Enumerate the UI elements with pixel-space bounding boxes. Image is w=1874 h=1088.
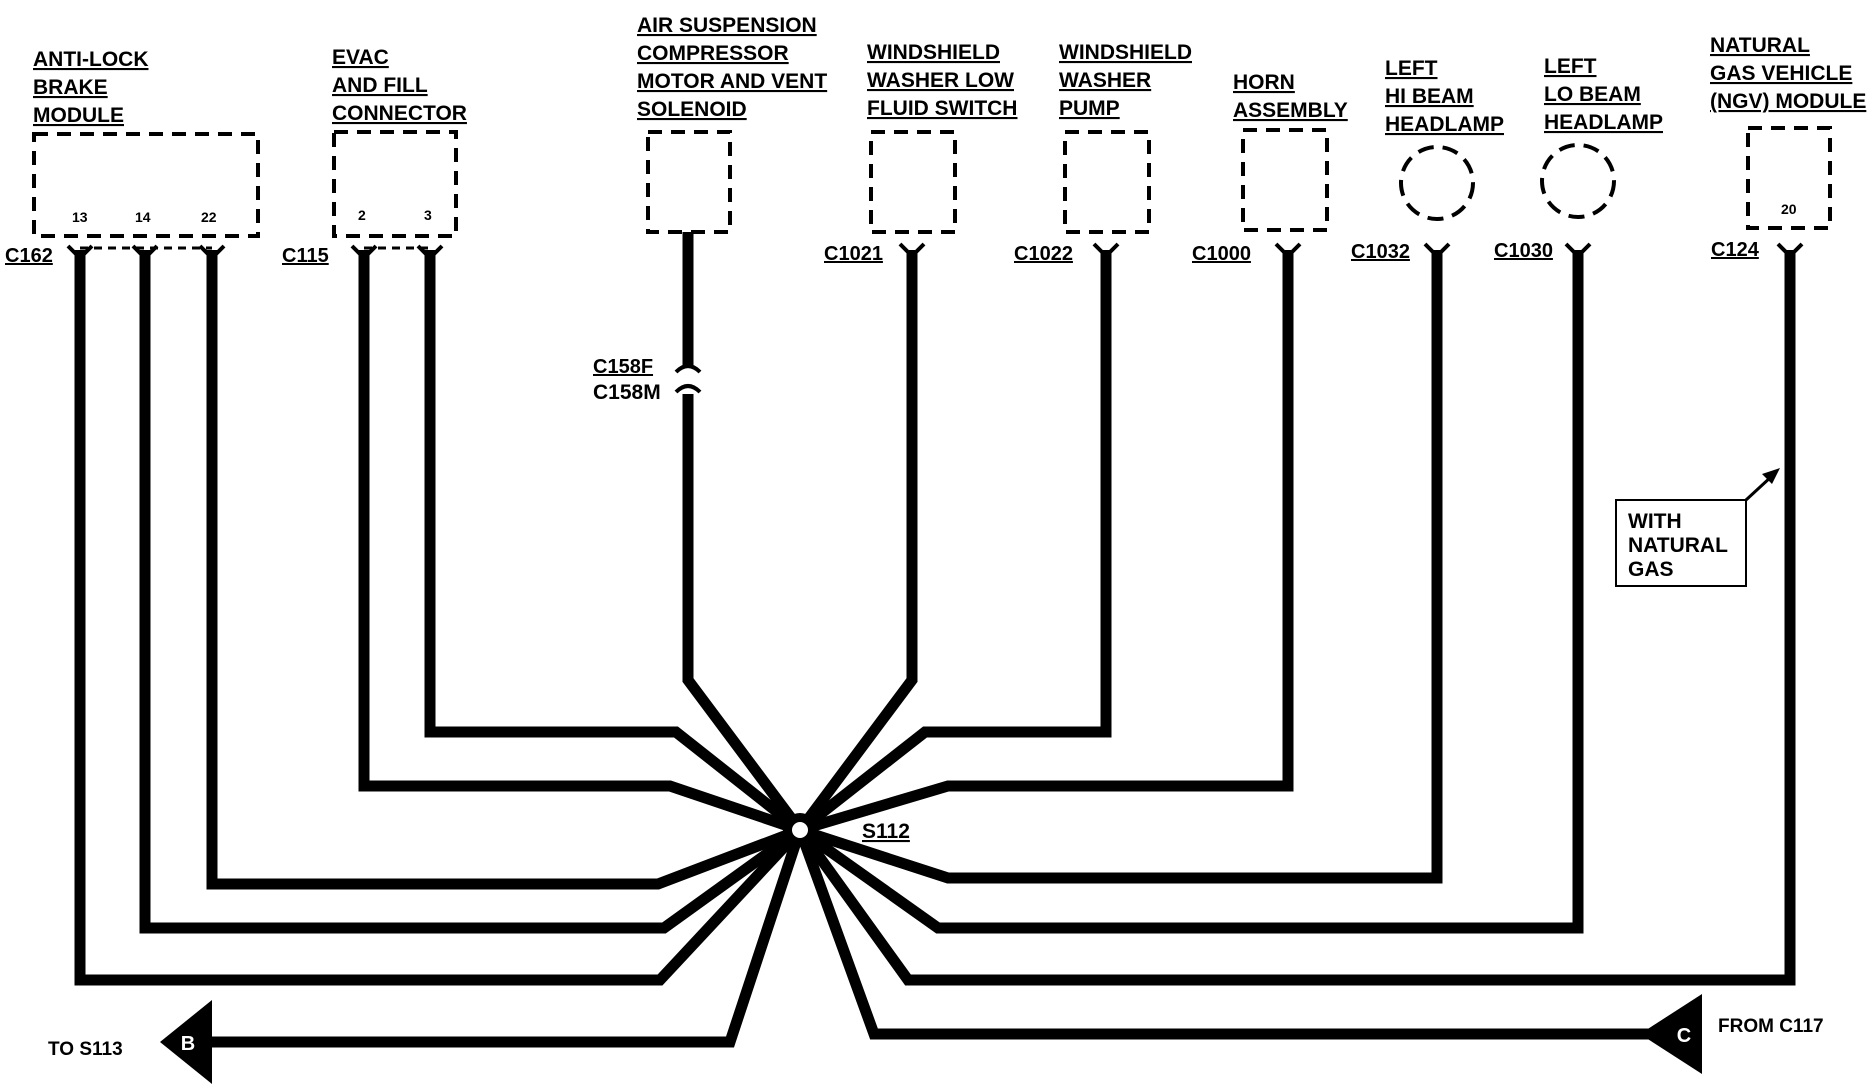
- evac-pin-2: 2: [358, 207, 366, 223]
- note-pointer: [1744, 474, 1774, 502]
- ngv-pin-20: 20: [1781, 201, 1797, 217]
- wsp-label-line-3: PUMP: [1059, 97, 1120, 120]
- llb-label-line-2: LO BEAM: [1544, 83, 1641, 106]
- wire-air-suspension: [682, 232, 805, 834]
- horn-assembly: HORN ASSEMBLY C1000: [1192, 71, 1348, 265]
- abs-module-box: [32, 132, 260, 238]
- wsp-label-line-1: WINDSHIELD: [1059, 41, 1192, 64]
- abs-label-line-1: ANTI-LOCK: [33, 48, 148, 71]
- wire-c1030: [796, 250, 1584, 934]
- wsl-label-line-2: WASHER LOW: [867, 69, 1014, 92]
- air-suspension-box: [646, 130, 732, 234]
- lhb-label-line-3: HEADLAMP: [1385, 113, 1504, 136]
- windshield-washer-low-fluid-switch: WINDSHIELD WASHER LOW FLUID SWITCH C1021: [824, 41, 1017, 265]
- windshield-washer-pump: WINDSHIELD WASHER PUMP C1022: [1014, 41, 1192, 265]
- arrow-b-letter: B: [181, 1033, 195, 1055]
- note-line-2: NATURAL: [1628, 534, 1728, 557]
- evac-connector-box: [332, 130, 458, 238]
- evac-label-line-1: EVAC: [332, 46, 389, 69]
- llb-label-line-3: HEADLAMP: [1544, 111, 1663, 134]
- ngv-label-line-2: GAS VEHICLE: [1710, 62, 1852, 85]
- connector-c1032: C1032: [1351, 241, 1410, 263]
- wsl-label-line-3: FLUID SWITCH: [867, 97, 1017, 120]
- note-line-3: GAS: [1628, 558, 1674, 581]
- connector-c158m: C158M: [593, 381, 661, 404]
- air-suspension-compressor: AIR SUSPENSION COMPRESSOR MOTOR AND VENT…: [593, 14, 827, 404]
- wire-from-c117: [794, 828, 1650, 1040]
- abs-pin-14: 14: [135, 209, 151, 225]
- horn-label-line-1: HORN: [1233, 71, 1295, 94]
- wire-c1022: [796, 250, 1112, 835]
- abs-label-line-3: MODULE: [33, 104, 124, 127]
- air-label-line-1: AIR SUSPENSION: [637, 14, 817, 37]
- splice-s112: S112: [783, 813, 910, 847]
- abs-label-line-2: BRAKE: [33, 76, 108, 99]
- lhb-lamp-circle: [1399, 145, 1475, 221]
- splice-label: S112: [862, 820, 910, 843]
- wire-c162-pin22: [206, 250, 802, 890]
- horn-box: [1241, 128, 1329, 232]
- connector-c1030: C1030: [1494, 240, 1553, 262]
- connector-c1022: C1022: [1014, 243, 1073, 265]
- wsl-switch-box: [869, 130, 957, 234]
- horn-label-line-2: ASSEMBLY: [1233, 99, 1348, 122]
- note-box: [1615, 499, 1747, 587]
- wire-c115-pin2: [358, 250, 802, 836]
- ngv-label-line-1: NATURAL: [1710, 34, 1810, 57]
- arrow-b-icon: [160, 1000, 212, 1084]
- arrow-to-s113: B TO S113: [48, 1000, 212, 1084]
- ngv-label-line-3: (NGV) MODULE: [1710, 90, 1866, 113]
- connector-c124: C124: [1711, 239, 1760, 261]
- evac-label-line-3: CONNECTOR: [332, 102, 467, 125]
- note-arrow-icon: [1762, 468, 1780, 484]
- wire-c162-pin14: [139, 250, 804, 934]
- arrow-c-letter: C: [1677, 1025, 1691, 1047]
- wsl-label-line-1: WINDSHIELD: [867, 41, 1000, 64]
- arrow-b-label: TO S113: [48, 1039, 123, 1060]
- wsp-pump-box: [1063, 130, 1151, 234]
- wire-c1000: [798, 250, 1294, 836]
- anti-lock-brake-module: ANTI-LOCK BRAKE MODULE 13 14 22 C162: [5, 48, 260, 267]
- evac-fill-connector: EVAC AND FILL CONNECTOR 2 3 C115: [282, 46, 467, 267]
- wire-c162-pin13: [74, 250, 805, 986]
- wire-c1021: [795, 250, 918, 834]
- wire-c124: [795, 250, 1796, 986]
- connector-c162: C162: [5, 245, 53, 267]
- connector-c1000: C1000: [1192, 243, 1251, 265]
- left-lo-beam-headlamp: LEFT LO BEAM HEADLAMP C1030: [1494, 55, 1663, 262]
- connector-c115: C115: [282, 245, 329, 267]
- wire-c1032: [798, 250, 1443, 884]
- connector-c158f: C158F: [593, 356, 653, 378]
- arrow-c-icon: [1640, 994, 1702, 1074]
- wires: [74, 232, 1796, 1048]
- arrow-from-c117: C FROM C117: [1640, 994, 1824, 1074]
- llb-label-line-1: LEFT: [1544, 55, 1597, 78]
- wsp-label-line-2: WASHER: [1059, 69, 1151, 92]
- evac-pin-3: 3: [424, 207, 432, 223]
- natural-gas-note: WITH NATURAL GAS: [1615, 468, 1780, 587]
- air-label-line-2: COMPRESSOR: [637, 42, 789, 65]
- evac-label-line-2: AND FILL: [332, 74, 428, 97]
- abs-pin-22: 22: [201, 209, 217, 225]
- connector-c1021: C1021: [824, 243, 883, 265]
- lhb-label-line-1: LEFT: [1385, 57, 1438, 80]
- air-label-line-4: SOLENOID: [637, 98, 747, 121]
- ngv-module: NATURAL GAS VEHICLE (NGV) MODULE 20 C124: [1710, 34, 1866, 261]
- air-label-line-3: MOTOR AND VENT: [637, 70, 827, 93]
- wire-c115-pin3: [424, 250, 804, 835]
- lhb-label-line-2: HI BEAM: [1385, 85, 1474, 108]
- left-hi-beam-headlamp: LEFT HI BEAM HEADLAMP C1032: [1351, 57, 1504, 263]
- note-line-1: WITH: [1628, 510, 1682, 533]
- wire-to-s113: [210, 828, 806, 1048]
- abs-pin-13: 13: [72, 209, 88, 225]
- arrow-c-label: FROM C117: [1718, 1016, 1824, 1037]
- llb-lamp-circle: [1540, 143, 1616, 219]
